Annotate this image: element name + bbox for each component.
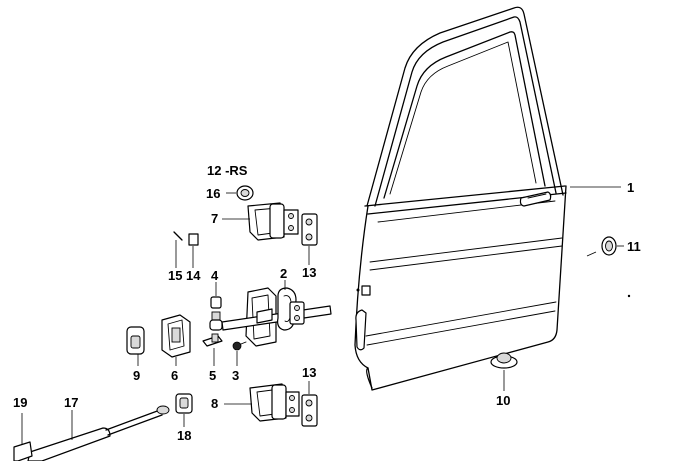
hinge-plate-13-lower xyxy=(301,381,318,427)
grommet-10 xyxy=(490,352,518,391)
callout-13-upper: 13 xyxy=(302,265,316,280)
callout-5: 5 xyxy=(209,368,216,383)
callout-11: 11 xyxy=(627,239,641,254)
door-check-2 xyxy=(221,280,332,347)
callout-7: 7 xyxy=(211,211,218,226)
callout-19: 19 xyxy=(13,395,27,410)
callout-9: 9 xyxy=(133,368,140,383)
callout-labels: 1 2 3 4 5 6 7 8 9 10 11 12 -RS 13 13 14 … xyxy=(13,163,641,443)
lower-hinge-8 xyxy=(224,383,300,422)
screw-3 xyxy=(232,341,247,366)
callout-12-rs: 12 -RS xyxy=(207,163,248,178)
upper-hinge-7 xyxy=(222,202,299,241)
callout-1: 1 xyxy=(627,180,634,195)
hinge-plate-13-upper xyxy=(301,213,318,265)
callout-6: 6 xyxy=(171,368,178,383)
cover-6 xyxy=(161,314,191,366)
callout-15: 15 xyxy=(168,268,182,283)
door-shell xyxy=(354,6,631,391)
washer-16 xyxy=(226,185,254,201)
nut-5 xyxy=(202,333,223,366)
pin-15 xyxy=(173,231,183,268)
callout-13-lower: 13 xyxy=(302,365,316,380)
callout-17: 17 xyxy=(64,395,78,410)
bolt-4 xyxy=(209,282,223,331)
clip-14 xyxy=(188,233,199,268)
callout-14: 14 xyxy=(186,268,201,283)
grommet-11 xyxy=(586,236,624,257)
callout-3: 3 xyxy=(232,368,239,383)
gas-strut-17 xyxy=(27,405,170,461)
buffer-18 xyxy=(175,393,193,427)
grommet-9 xyxy=(126,326,145,366)
callout-8: 8 xyxy=(211,396,218,411)
callout-4: 4 xyxy=(211,268,219,283)
callout-2: 2 xyxy=(280,266,287,281)
bracket-19 xyxy=(13,413,33,461)
callout-18: 18 xyxy=(177,428,191,443)
callout-16: 16 xyxy=(206,186,220,201)
callout-10: 10 xyxy=(496,393,510,408)
